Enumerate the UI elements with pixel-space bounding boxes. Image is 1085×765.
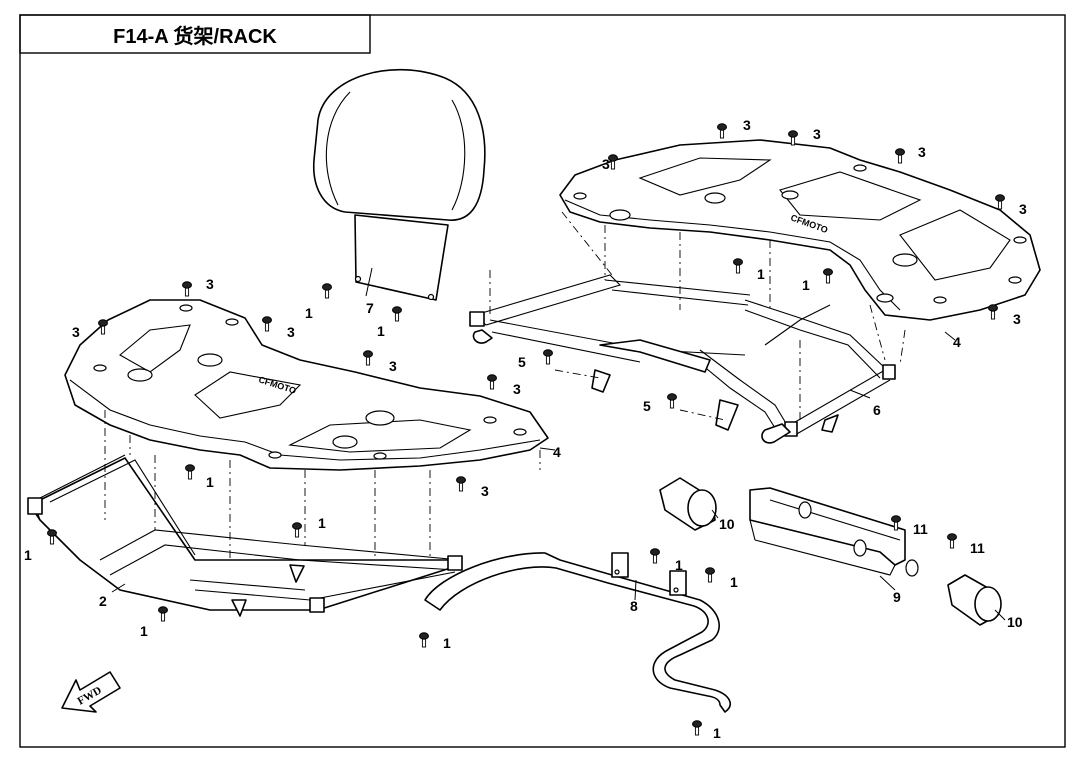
title-frame bbox=[19, 14, 371, 54]
callout-3-c20: 3 bbox=[602, 156, 610, 172]
callout-3-c21: 3 bbox=[743, 117, 751, 133]
leader-lines bbox=[111, 267, 1006, 621]
bolt-icon bbox=[608, 154, 618, 170]
bolt-icon bbox=[895, 148, 905, 164]
callout-3-c16: 3 bbox=[287, 324, 295, 340]
callout-1-c9: 1 bbox=[675, 557, 683, 573]
assembly-lines bbox=[104, 211, 906, 560]
callout-4-c26: 4 bbox=[553, 444, 561, 460]
bolt-icon bbox=[185, 464, 195, 480]
callout-1-c4: 1 bbox=[802, 277, 810, 293]
callout-3-c14: 3 bbox=[206, 276, 214, 292]
bolt-icon bbox=[292, 522, 302, 538]
callout-3-c19: 3 bbox=[481, 483, 489, 499]
callout-10-c35: 10 bbox=[1007, 614, 1023, 630]
callout-3-c24: 3 bbox=[1019, 201, 1027, 217]
bolt-icon bbox=[322, 283, 332, 299]
bolt-icon bbox=[158, 606, 168, 622]
fasteners bbox=[47, 123, 1005, 736]
bolt-icon bbox=[98, 319, 108, 335]
callout-1-c6: 1 bbox=[318, 515, 326, 531]
bolt-icon bbox=[419, 632, 429, 648]
callout-11-c36: 11 bbox=[913, 521, 928, 537]
bolt-icon bbox=[891, 515, 901, 531]
rear-rack-part: CFMOTO bbox=[559, 139, 1041, 321]
grab-handle-part bbox=[424, 552, 731, 713]
diagram-frame bbox=[19, 14, 1066, 748]
callout-11-c37: 11 bbox=[970, 540, 985, 556]
bolt-icon bbox=[947, 533, 957, 549]
callout-5-c28: 5 bbox=[518, 354, 526, 370]
bolt-icon bbox=[543, 349, 553, 365]
bolt-icon bbox=[392, 306, 402, 322]
callout-3-c17: 3 bbox=[389, 358, 397, 374]
callout-2-c13: 2 bbox=[99, 593, 107, 609]
callout-9-c33: 9 bbox=[893, 589, 901, 605]
fwd-arrow: FWD bbox=[61, 671, 121, 713]
callout-1-c8: 1 bbox=[140, 623, 148, 639]
callout-1-c1: 1 bbox=[305, 305, 313, 321]
callout-1-c12: 1 bbox=[713, 725, 721, 741]
bolt-icon bbox=[995, 194, 1005, 210]
bolt-icon bbox=[363, 350, 373, 366]
bolt-icon bbox=[650, 548, 660, 564]
bolt-icon bbox=[47, 529, 57, 545]
backrest-part bbox=[312, 68, 486, 301]
bolt-icon bbox=[182, 281, 192, 297]
bolt-icon bbox=[733, 258, 743, 274]
callout-1-c10: 1 bbox=[730, 574, 738, 590]
callout-3-c18: 3 bbox=[513, 381, 521, 397]
callout-7-c31: 7 bbox=[366, 300, 374, 316]
bracket-part bbox=[749, 487, 919, 577]
bolt-icon bbox=[717, 123, 727, 139]
callout-3-c25: 3 bbox=[1013, 311, 1021, 327]
bolt-icon bbox=[262, 316, 272, 332]
callout-10-c34: 10 bbox=[719, 516, 735, 532]
callout-1-c2: 1 bbox=[377, 323, 385, 339]
diagram-title: F14-A 货架/RACK bbox=[113, 25, 277, 48]
callout-1-c3: 1 bbox=[757, 266, 765, 282]
front-rack-part: CFMOTO bbox=[64, 299, 549, 471]
rear-support-frame-part bbox=[469, 274, 896, 444]
bolt-icon bbox=[667, 393, 677, 409]
callout-4-c27: 4 bbox=[953, 334, 961, 350]
callout-3-c15: 3 bbox=[72, 324, 80, 340]
bolt-icon bbox=[487, 374, 497, 390]
bolt-icon bbox=[456, 476, 466, 492]
foam-sleeve-upper-part bbox=[659, 477, 717, 531]
bolt-icon bbox=[705, 567, 715, 583]
bolt-icon bbox=[823, 268, 833, 284]
callout-6-c30: 6 bbox=[873, 402, 881, 418]
callout-1-c5: 1 bbox=[206, 474, 214, 490]
callout-1-c7: 1 bbox=[24, 547, 32, 563]
callout-1-c11: 1 bbox=[443, 635, 451, 651]
front-support-frame-part bbox=[27, 454, 463, 617]
foam-sleeve-lower-part bbox=[947, 574, 1002, 626]
callout-5-c29: 5 bbox=[643, 398, 651, 414]
bolt-icon bbox=[988, 304, 998, 320]
callout-8-c32: 8 bbox=[630, 598, 638, 614]
callout-3-c23: 3 bbox=[918, 144, 926, 160]
bolt-icon bbox=[692, 720, 702, 736]
bolt-icon bbox=[788, 130, 798, 146]
callout-3-c22: 3 bbox=[813, 126, 821, 142]
